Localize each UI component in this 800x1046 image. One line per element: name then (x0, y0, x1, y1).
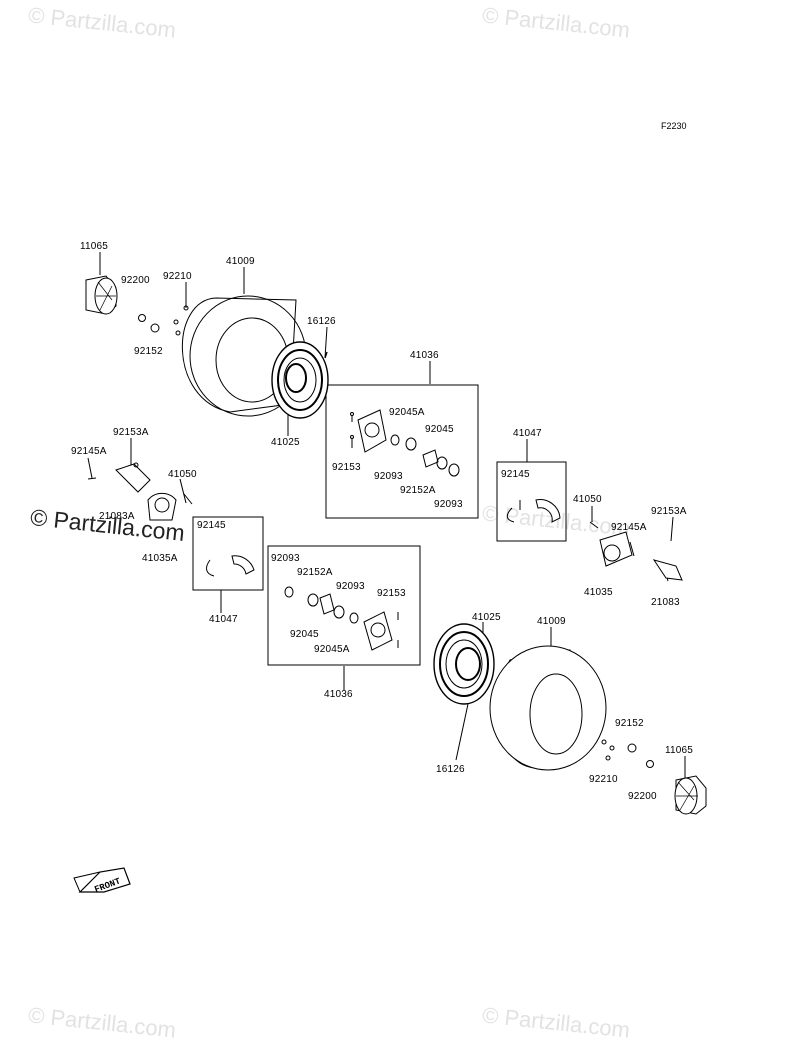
brake-shoe-left (206, 555, 255, 577)
part-92152A-top: 92152A (400, 485, 436, 496)
part-92145-left: 92145 (197, 520, 226, 531)
part-16126-top: 16126 (307, 316, 336, 327)
part-11065-bot: 11065 (665, 745, 694, 756)
part-92045A-bot: 92045A (314, 644, 350, 655)
part-41025-top: 41025 (271, 437, 300, 448)
part-92145A-left: 92145A (71, 446, 107, 457)
part-41036-bot: 41036 (324, 689, 353, 700)
part-92153A-left: 92153A (113, 427, 149, 438)
brake-shoe-right (506, 499, 561, 523)
part-92200-top: 92200 (121, 275, 150, 286)
part-92145A-right: 92145A (611, 522, 647, 533)
part-92210-bot: 92210 (589, 774, 618, 785)
part-41009-bot: 41009 (537, 616, 566, 627)
front-arrow-icon: FRONT (73, 867, 131, 895)
part-41009-top: 41009 (226, 256, 255, 267)
tire-bottom (489, 645, 607, 771)
part-16126-bot: 16126 (436, 764, 465, 775)
part-92152A-bot: 92152A (297, 567, 333, 578)
part-92153-top: 92153 (332, 462, 361, 473)
part-92145-right: 92145 (501, 469, 530, 480)
part-92210-top: 92210 (163, 271, 192, 282)
part-21083-right: 21083 (651, 597, 680, 608)
hub-cap-top (85, 275, 118, 315)
part-92093-top-a: 92093 (374, 471, 403, 482)
part-21083A-left: 21083A (99, 511, 135, 522)
part-92045-bot: 92045 (290, 629, 319, 640)
part-92153-bot: 92153 (377, 588, 406, 599)
part-92152-bot: 92152 (615, 718, 644, 729)
hub-cap-bottom (674, 775, 707, 815)
hub-top (350, 409, 387, 453)
part-41036-top: 41036 (410, 350, 439, 361)
part-11065-top: 11065 (80, 241, 109, 252)
part-41035A-left: 41035A (142, 553, 178, 564)
part-41025-bot: 41025 (472, 612, 501, 623)
part-41050-left: 41050 (168, 469, 197, 480)
part-92045-top: 92045 (425, 424, 454, 435)
part-92153A-right: 92153A (651, 506, 687, 517)
figure-code: F2230 (661, 121, 687, 131)
part-92093-bot-b: 92093 (336, 581, 365, 592)
part-92093-bot-a: 92093 (271, 553, 300, 564)
part-92152-top: 92152 (134, 346, 163, 357)
part-41035-right: 41035 (584, 587, 613, 598)
rim-bottom (433, 623, 495, 705)
part-92045A-top: 92045A (389, 407, 425, 418)
part-41050-right: 41050 (573, 494, 602, 505)
part-92093-top-b: 92093 (434, 499, 463, 510)
part-41047-right: 41047 (513, 428, 542, 439)
part-92200-bot: 92200 (628, 791, 657, 802)
rim-top (271, 341, 329, 419)
part-41047-left: 41047 (209, 614, 238, 625)
